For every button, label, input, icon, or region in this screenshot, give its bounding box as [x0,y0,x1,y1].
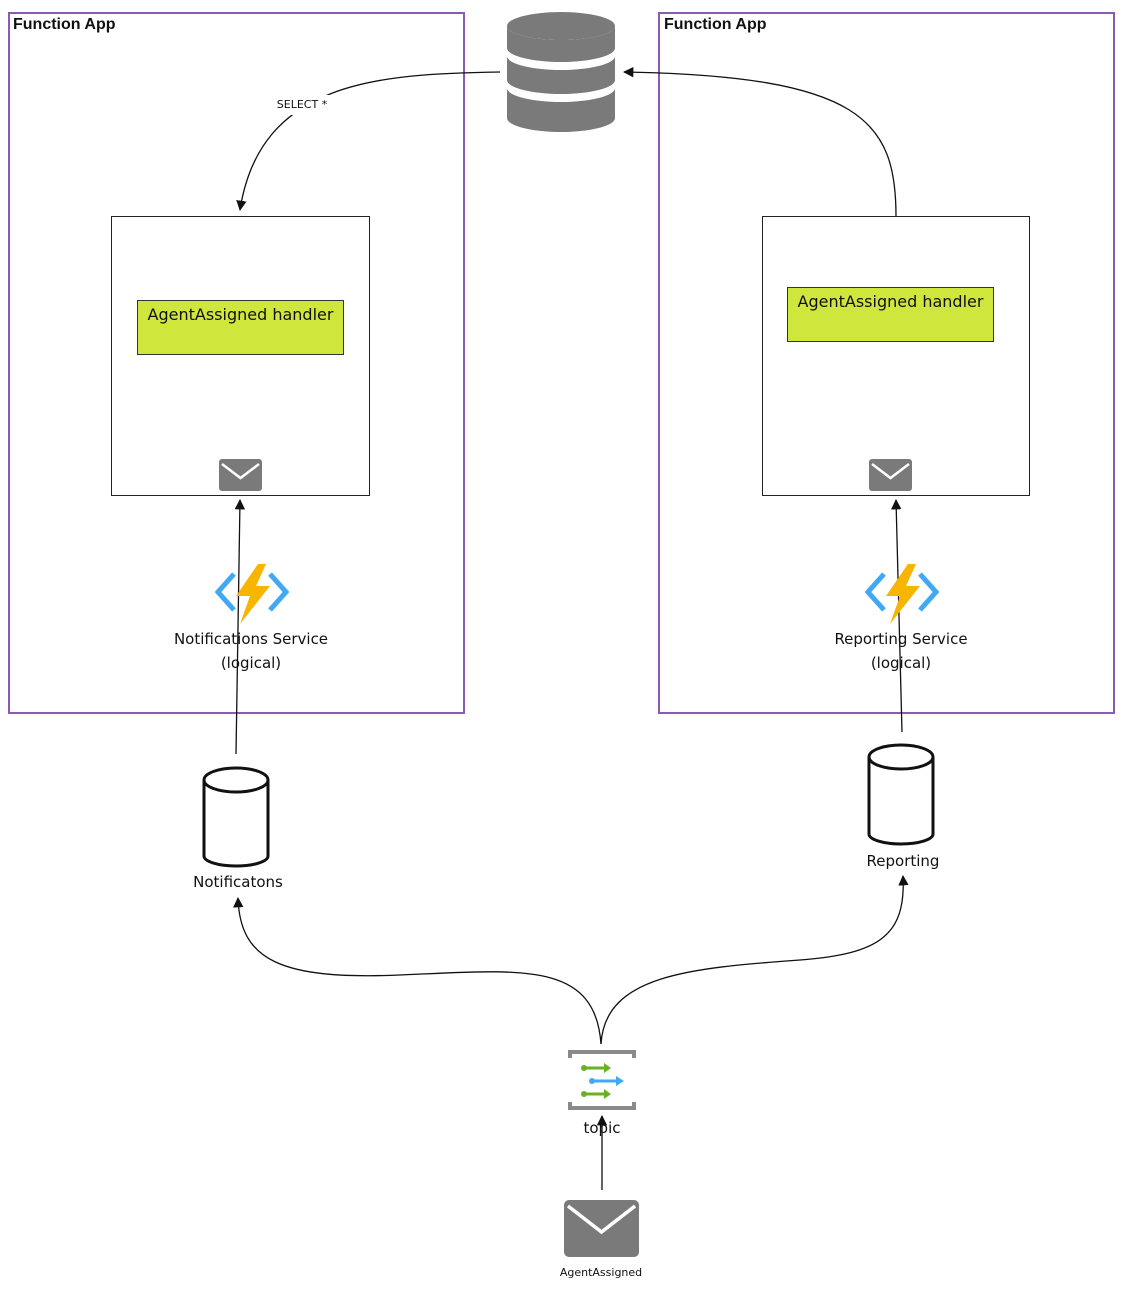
reporting-queue-label: Reporting [866,852,940,870]
notifications-service-label: Notifications Service (logical) [150,627,352,675]
mail-icon-right [869,459,912,491]
notifications-service-sub: (logical) [220,654,282,672]
mail-icon-agent-assigned [564,1200,639,1257]
agent-assigned-handler-right: AgentAssigned handler [787,287,994,342]
topic-label: topic [583,1119,621,1137]
edge-topic-to-notifications [233,896,602,1045]
notifications-service-name: Notifications Service [173,630,329,648]
agent-assigned-message-label: AgentAssigned [559,1266,643,1279]
edge-right-handler-to-db [622,66,897,217]
queue-cylinder-icon-reporting [867,743,935,846]
reporting-service-box [762,216,1030,496]
edge-db-to-left-handler [236,71,501,212]
function-app-title-left: Function App [13,16,116,33]
queue-cylinder-icon-notifications [202,766,270,868]
edge-notifications-queue-to-service [234,498,246,755]
function-app-group-right [658,12,1115,714]
service-bus-topic-icon [568,1050,636,1110]
reporting-service-sub: (logical) [870,654,932,672]
mail-icon-left [219,459,262,491]
reporting-service-label: Reporting Service (logical) [800,627,1002,675]
agent-assigned-handler-left: AgentAssigned handler [137,300,344,355]
edge-topic-to-reporting [600,874,909,1045]
edge-label-select: SELECT * [262,95,342,115]
notifications-service-box [111,216,370,496]
database-icon [507,12,615,132]
function-app-title-right: Function App [664,16,767,33]
azure-function-icon-left [214,564,290,624]
reporting-service-name: Reporting Service [834,630,968,648]
azure-function-icon-right [864,564,940,624]
notifications-queue-label: Notificatons [193,873,283,891]
edge-reporting-queue-to-service [891,498,903,733]
